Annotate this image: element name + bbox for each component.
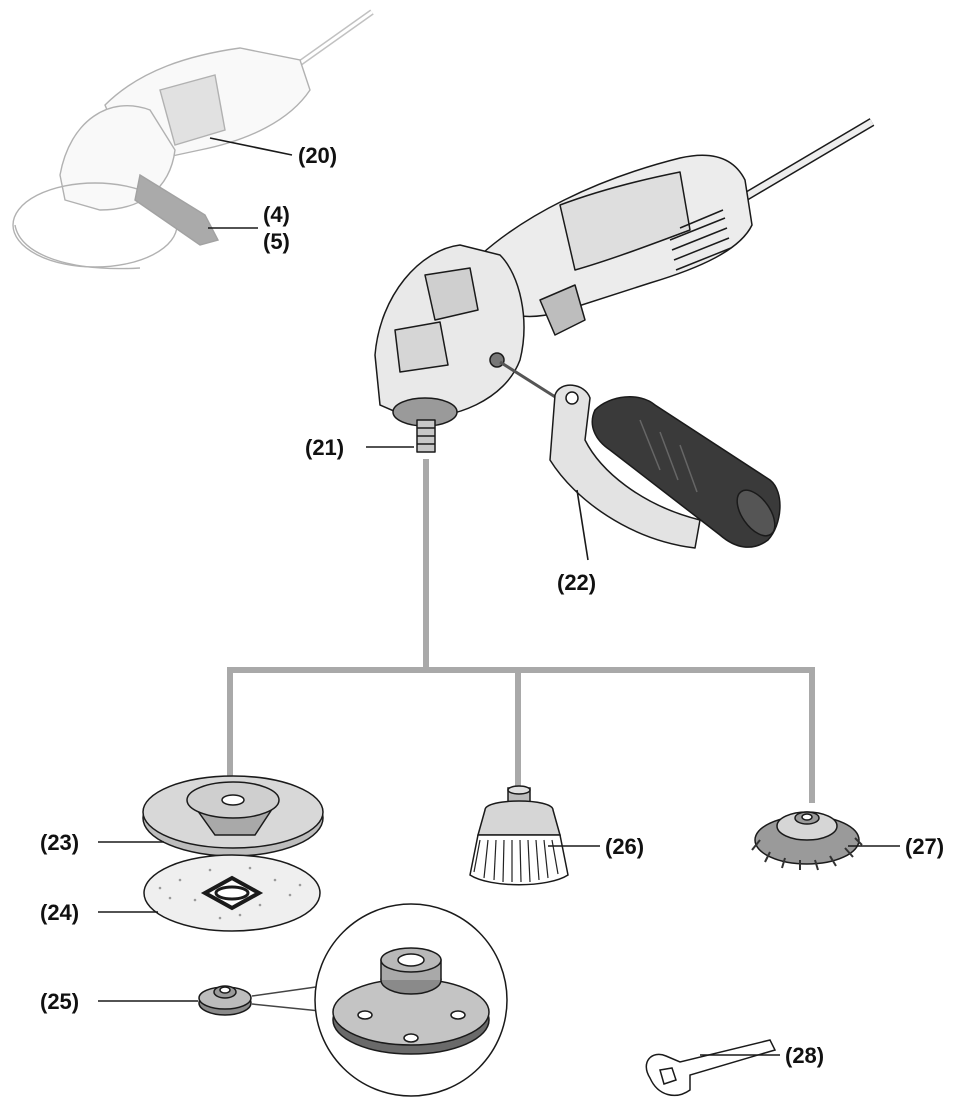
cup-brush — [469, 785, 569, 886]
clamping-nut-detail-callout — [251, 903, 508, 1097]
callout-label-28: (28) — [785, 1043, 824, 1068]
vent-grille — [669, 209, 732, 271]
hand-guard — [549, 384, 701, 549]
callout-label-4: (4) — [263, 202, 290, 227]
callout-label-23: (23) — [40, 830, 79, 855]
callout-label-22: (22) — [557, 570, 596, 595]
callout-label-24: (24) — [40, 900, 79, 925]
sanding-sheet — [143, 854, 321, 932]
backing-pad — [142, 775, 324, 857]
callout-label-20: (20) — [298, 143, 337, 168]
callout-label-5: (5) — [263, 229, 290, 254]
leader-lines — [98, 137, 900, 1056]
callout-label-27: (27) — [905, 834, 944, 859]
connector-tree — [227, 459, 815, 803]
inset-grinder-illustration — [12, 9, 374, 270]
side-handle-with-hand-guard — [499, 360, 781, 549]
clamping-nut — [198, 985, 252, 1016]
callout-label-26: (26) — [605, 834, 644, 859]
angle-grinder-illustration — [374, 118, 875, 453]
gear-head — [374, 244, 525, 419]
open-end-wrench — [645, 1039, 777, 1097]
knotted-wire-brush — [751, 811, 863, 871]
callout-label-21: (21) — [305, 435, 344, 460]
side-handle — [591, 396, 781, 548]
callout-label-25: (25) — [40, 989, 79, 1014]
